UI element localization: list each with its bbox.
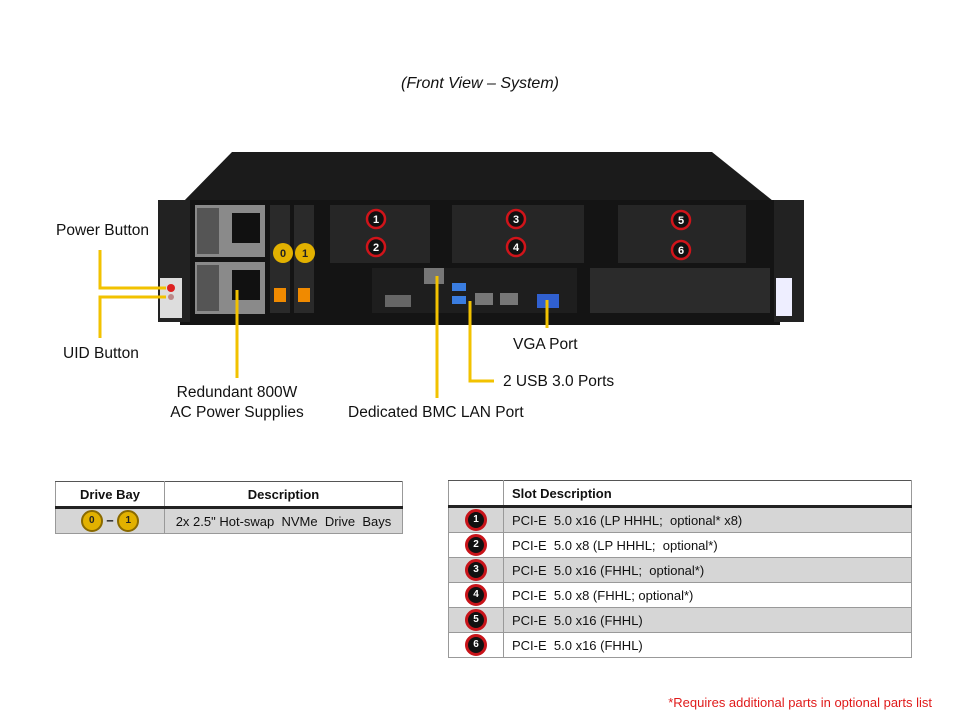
psu-label-line1: Redundant 800W — [176, 384, 298, 401]
drive-bay-table: Drive Bay Description 0 – 1 2x 2.5" Hot-… — [55, 481, 403, 534]
slot-marker: 6 — [670, 239, 692, 261]
table-row: 3 PCI-E 5.0 x16 (FHHL; optional*) — [448, 557, 912, 583]
slot-marker: 5 — [670, 209, 692, 231]
bmc-lan-label: Dedicated BMC LAN Port — [348, 404, 524, 421]
slot-marker: 1 — [365, 208, 387, 230]
drive-bay-badge: 1 — [117, 510, 140, 532]
slot-table: Slot Description 1 PCI-E 5.0 x16 (LP HHHL… — [448, 480, 912, 658]
slot-badge: 1 — [465, 509, 487, 531]
header-slot-description: Slot Description — [503, 480, 912, 508]
slot-description: PCI-E 5.0 x16 (LP HHHL; optional* x8) — [503, 506, 912, 533]
svg-text:2: 2 — [373, 242, 379, 254]
slot-marker: 2 — [365, 236, 387, 258]
slot-description: PCI-E 5.0 x8 (LP HHHL; optional*) — [503, 532, 912, 558]
chassis-image — [158, 152, 804, 325]
power-button-label: Power Button — [56, 222, 150, 239]
slot-marker: 3 — [505, 208, 527, 230]
usb-port — [452, 296, 466, 304]
header-drive-bay: Drive Bay — [55, 481, 165, 509]
callout-lines — [98, 250, 549, 398]
svg-text:5: 5 — [678, 215, 684, 227]
drive-bay-range: 0 – 1 — [55, 507, 165, 534]
svg-text:6: 6 — [678, 245, 684, 257]
drive-bay-badge: 0 — [80, 510, 103, 532]
drive-bay-marker: 1 — [295, 243, 315, 263]
slot-badge: 6 — [465, 634, 487, 656]
table-row: 2 PCI-E 5.0 x8 (LP HHHL; optional*) — [448, 532, 912, 558]
svg-text:4: 4 — [513, 242, 520, 254]
usb-label: 2 USB 3.0 Ports — [503, 373, 615, 390]
svg-text:1: 1 — [302, 248, 308, 260]
vga-label: VGA Port — [513, 336, 578, 353]
slot-description: PCI-E 5.0 x16 (FHHL) — [503, 607, 912, 633]
svg-text:0: 0 — [280, 248, 286, 260]
slot-description: PCI-E 5.0 x16 (FHHL) — [503, 632, 912, 658]
usb-port — [452, 283, 466, 291]
table-row: 6 PCI-E 5.0 x16 (FHHL) — [448, 632, 912, 658]
table-row: 1 PCI-E 5.0 x16 (LP HHHL; optional* x8) — [448, 506, 912, 533]
header-slot — [448, 480, 504, 508]
table-row: 5 PCI-E 5.0 x16 (FHHL) — [448, 607, 912, 633]
slot-badge: 4 — [465, 584, 487, 606]
slot-marker: 4 — [505, 236, 527, 258]
drive-description: 2x 2.5" Hot-swap NVMe Drive Bays — [164, 507, 403, 534]
svg-text:1: 1 — [373, 214, 379, 226]
slot-badge: 2 — [465, 534, 487, 556]
slot-badge: 5 — [465, 609, 487, 631]
psu-label-line2: AC Power Supplies — [170, 404, 304, 421]
uid-button-label: UID Button — [63, 345, 139, 362]
header-description: Description — [164, 481, 403, 509]
table-row: 4 PCI-E 5.0 x8 (FHHL; optional*) — [448, 582, 912, 608]
chassis-diagram: 0 1 1 2 3 4 5 6 — [98, 152, 804, 398]
svg-text:3: 3 — [513, 214, 519, 226]
slot-description: PCI-E 5.0 x8 (FHHL; optional*) — [503, 582, 912, 608]
slot-description: PCI-E 5.0 x16 (FHHL; optional*) — [503, 557, 912, 583]
power-button-icon — [167, 284, 175, 292]
drive-bay-marker: 0 — [273, 243, 293, 263]
slot-badge: 3 — [465, 559, 487, 581]
bmc-lan-port — [424, 268, 444, 284]
range-separator: – — [106, 512, 114, 528]
footnote: *Requires additional parts in optional p… — [668, 695, 932, 710]
table-row: 0 – 1 2x 2.5" Hot-swap NVMe Drive Bays — [55, 507, 403, 534]
view-title: (Front View – System) — [401, 75, 559, 92]
